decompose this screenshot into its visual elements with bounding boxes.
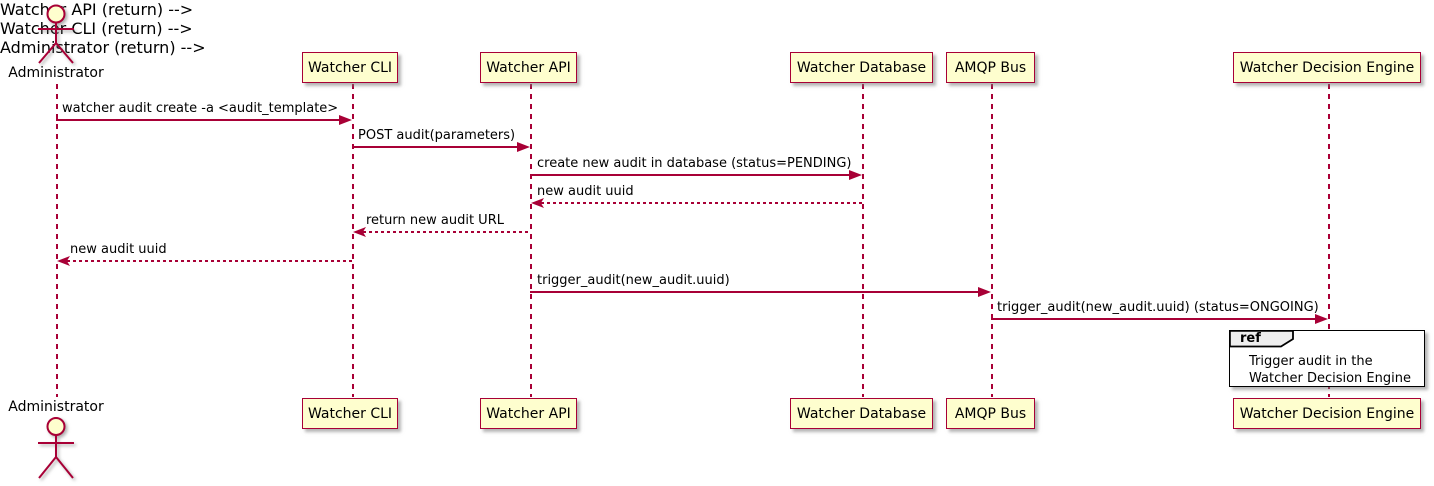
- message-line: [530, 291, 979, 293]
- ref-text-line: Trigger audit in the: [1249, 354, 1373, 369]
- message-line: [535, 202, 862, 204]
- participant-watcher-decision-engine-top: Watcher Decision Engine: [1233, 52, 1421, 83]
- lifeline-watcher-decision-engine: [1328, 84, 1330, 397]
- participant-amqp-bus-bottom: AMQP Bus: [946, 398, 1035, 429]
- message-label: watcher audit create -a <audit_template>: [62, 101, 339, 116]
- arrowhead-right-icon: [849, 170, 862, 180]
- message-line: [357, 231, 530, 233]
- lifeline-administrator: [56, 84, 58, 397]
- arrowhead-left-icon: [353, 227, 366, 237]
- arrowhead-right-icon: [517, 142, 530, 152]
- ref-header-pentagon-icon: [1229, 330, 1294, 348]
- message-line: [352, 146, 518, 148]
- ref-keyword: ref: [1240, 331, 1261, 346]
- arrowhead-right-icon: [978, 287, 991, 297]
- participant-watcher-api-bottom: Watcher API: [480, 398, 577, 429]
- participant-watcher-decision-engine-bottom: Watcher Decision Engine: [1233, 398, 1421, 429]
- arrowhead-left-icon: [57, 256, 70, 266]
- lifeline-watcher-cli: [352, 84, 354, 397]
- participant-watcher-api-top: Watcher API: [480, 52, 577, 83]
- message-label: create new audit in database (status=PEN…: [537, 156, 852, 171]
- participant-amqp-bus-top: AMQP Bus: [946, 52, 1035, 83]
- message-label: trigger_audit(new_audit.uuid): [537, 273, 730, 288]
- participant-watcher-cli-top: Watcher CLI: [302, 52, 398, 83]
- message-line: [61, 260, 352, 262]
- lifeline-watcher-api: [530, 84, 532, 397]
- arrowhead-right-icon: [1315, 314, 1328, 324]
- message-label: new audit uuid: [70, 242, 167, 257]
- ref-fragment: ref Trigger audit in the Watcher Decisio…: [1229, 330, 1425, 387]
- message-label: new audit uuid: [537, 184, 634, 199]
- message-line: [56, 119, 340, 121]
- message-line: [991, 318, 1316, 320]
- arrowhead-right-icon: [339, 115, 352, 125]
- message-line: [530, 174, 850, 176]
- message-label: return new audit URL: [366, 213, 504, 228]
- arrowhead-left-icon: [531, 198, 544, 208]
- lifeline-amqp-bus: [991, 84, 993, 397]
- participant-watcher-cli-bottom: Watcher CLI: [302, 398, 398, 429]
- participant-watcher-database-top: Watcher Database: [790, 52, 933, 83]
- ref-text-line: Watcher Decision Engine: [1249, 371, 1411, 386]
- message-label: POST audit(parameters): [358, 128, 516, 143]
- lifeline-watcher-database: [862, 84, 864, 397]
- actor-icon: [38, 417, 74, 479]
- actor-label-top: Administrator: [8, 65, 104, 81]
- message-label: trigger_audit(new_audit.uuid) (status=ON…: [997, 300, 1319, 315]
- actor-icon: [38, 4, 74, 64]
- participant-watcher-database-bottom: Watcher Database: [790, 398, 933, 429]
- actor-label-bottom: Administrator: [8, 399, 104, 415]
